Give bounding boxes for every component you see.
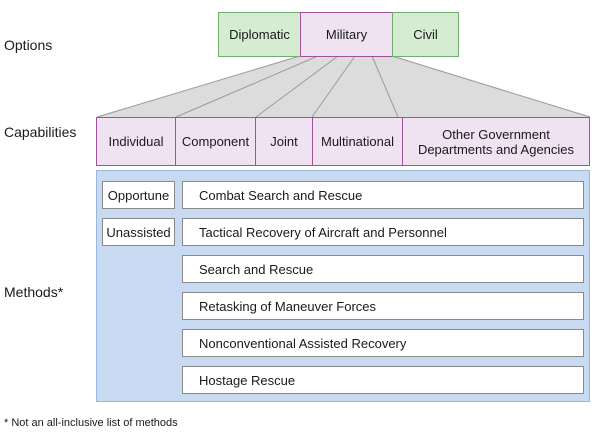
fan-line-joint: [255, 55, 339, 118]
option-civil: Civil: [392, 12, 459, 57]
capability-component: Component: [175, 117, 256, 166]
option-diplomatic: Diplomatic: [218, 12, 301, 57]
method-combat-search-and-rescue: Combat Search and Rescue: [182, 181, 584, 209]
fan-line-individual: [96, 55, 301, 118]
capabilities-row-label: Capabilities: [4, 124, 77, 140]
fan-line-component: [175, 55, 319, 118]
method-type-unassisted: Unassisted: [102, 218, 175, 246]
fan-line-right-edge: [391, 55, 591, 118]
footnote: * Not an all-inclusive list of methods: [4, 417, 178, 429]
method-nonconventional-assisted-recovery: Nonconventional Assisted Recovery: [182, 329, 584, 357]
method-tactical-recovery: Tactical Recovery of Aircraft and Person…: [182, 218, 584, 246]
capability-multinational: Multinational: [312, 117, 403, 166]
capability-other-government: Other Government Departments and Agencie…: [402, 117, 590, 166]
capability-individual: Individual: [96, 117, 176, 166]
method-retasking-maneuver-forces: Retasking of Maneuver Forces: [182, 292, 584, 320]
method-hostage-rescue: Hostage Rescue: [182, 366, 584, 394]
options-row-label: Options: [4, 37, 53, 53]
option-military: Military: [300, 12, 393, 57]
method-search-and-rescue: Search and Rescue: [182, 255, 584, 283]
capability-joint: Joint: [255, 117, 313, 166]
methods-row-label: Methods*: [4, 284, 64, 300]
fan-shape: [97, 56, 590, 117]
fan-line-other-government: [371, 55, 399, 118]
fan-line-multinational: [311, 55, 356, 118]
method-type-opportune: Opportune: [102, 181, 175, 209]
